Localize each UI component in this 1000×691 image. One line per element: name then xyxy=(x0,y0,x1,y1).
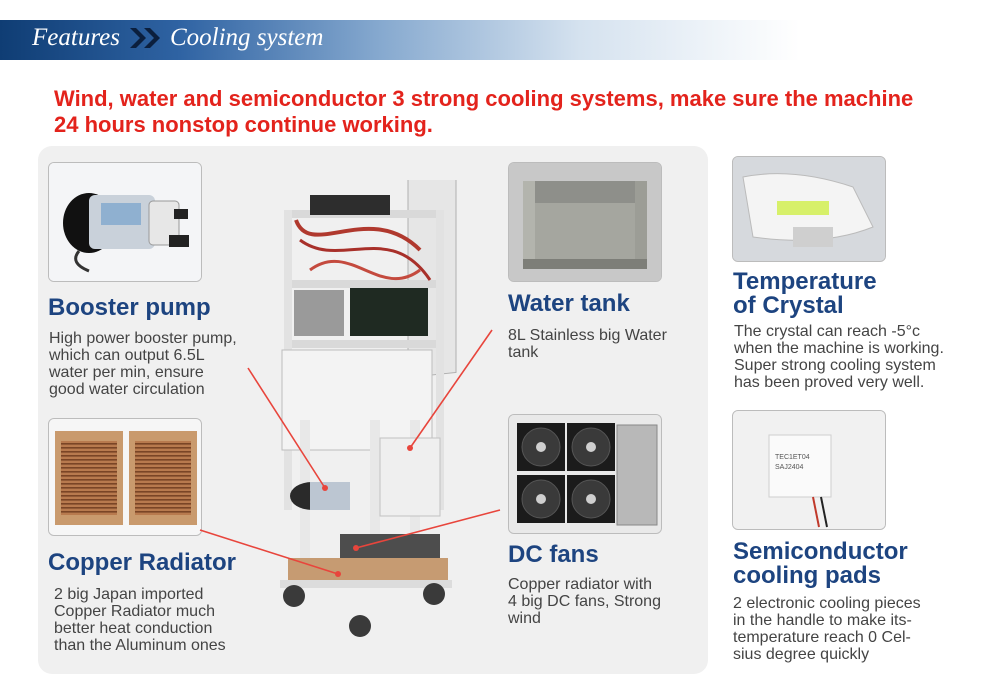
copper-radiator-desc: 2 big Japan imported Copper Radiator muc… xyxy=(54,586,284,654)
semiconductor-line: sius degree quickly xyxy=(733,646,870,663)
booster-pump-title: Booster pump xyxy=(48,294,211,321)
semiconductor-title-line: cooling pads xyxy=(733,562,882,589)
semiconductor-title: Semiconductor cooling pads xyxy=(733,540,908,588)
copper-radiator-title: Copper Radiator xyxy=(48,549,237,576)
semiconductor-line: 2 electronic cooling pieces xyxy=(733,595,921,612)
water-tank-title: Water tank xyxy=(508,290,630,317)
semiconductor-pads-photo: TEC1ET04 SAJ2404 xyxy=(732,410,886,530)
header-breadcrumb: Features Cooling system xyxy=(32,24,323,52)
dc-fans-photo xyxy=(508,414,662,534)
dc-fans-desc: Copper radiator with 4 big DC fans, Stro… xyxy=(508,576,708,627)
crystal-line: Super strong cooling system xyxy=(734,357,936,374)
semiconductor-line: in the handle to make its- xyxy=(733,612,912,629)
double-chevron-icon xyxy=(129,28,160,48)
machine-interior-illustration xyxy=(280,180,457,637)
semiconductor-pad-illustration: TEC1ET04 SAJ2404 xyxy=(733,411,885,529)
copper-radiator-line: 2 big Japan imported xyxy=(54,586,204,603)
crystal-title-line: of Crystal xyxy=(733,292,844,319)
semiconductor-desc: 2 electronic cooling pieces in the handl… xyxy=(733,595,993,663)
booster-pump-line: water per min, ensure xyxy=(49,364,204,381)
copper-radiator-line: better heat conduction xyxy=(54,620,213,637)
pointer-dot xyxy=(353,545,359,551)
water-tank-illustration xyxy=(509,163,661,281)
dc-fans-line: 4 big DC fans, Strong xyxy=(508,593,661,610)
dc-fans-line: wind xyxy=(508,610,541,627)
booster-pump-line: good water circulation xyxy=(49,381,205,398)
water-tank-line: tank xyxy=(508,344,539,361)
crystal-line: The crystal can reach -5°c xyxy=(734,323,921,340)
pad-label-line: TEC1ET04 xyxy=(775,454,810,461)
water-tank-line: 8L Stainless big Water xyxy=(508,327,667,344)
crystal-photo xyxy=(732,156,886,262)
pump-pointer xyxy=(247,367,326,489)
semiconductor-title-line: Semiconductor xyxy=(733,538,908,565)
dc-fans-line: Copper radiator with xyxy=(508,576,653,593)
crystal-line: when the machine is working. xyxy=(734,340,944,357)
pointer-dot xyxy=(335,571,341,577)
header-band xyxy=(0,20,1000,60)
tank-pointer xyxy=(409,329,493,449)
headline: Wind, water and semiconductor 3 strong c… xyxy=(54,86,914,137)
crystal-illustration xyxy=(733,157,885,261)
semiconductor-line: temperature reach 0 Cel- xyxy=(733,629,911,646)
crystal-title: Temperature of Crystal xyxy=(733,270,877,318)
pointer-dot xyxy=(322,485,328,491)
fans-pointer xyxy=(355,509,501,549)
pointer-dot xyxy=(407,445,413,451)
dc-fans-illustration xyxy=(509,415,661,533)
header-section: Features xyxy=(32,24,120,51)
crystal-desc: The crystal can reach -5°c when the mach… xyxy=(734,323,994,391)
booster-pump-line: High power booster pump, xyxy=(49,330,237,347)
booster-pump-line: which can output 6.5L xyxy=(49,347,205,364)
water-tank-desc: 8L Stainless big Water tank xyxy=(508,327,708,361)
copper-radiator-line: Copper Radiator much xyxy=(54,603,215,620)
booster-pump-photo xyxy=(48,162,202,282)
water-tank-photo xyxy=(508,162,662,282)
booster-pump-illustration xyxy=(49,163,201,281)
copper-radiator-line: than the Aluminum ones xyxy=(54,637,226,654)
crystal-line: has been proved very well. xyxy=(734,374,925,391)
booster-pump-desc: High power booster pump, which can outpu… xyxy=(49,330,279,398)
copper-radiator-illustration xyxy=(49,419,201,535)
copper-radiator-photo xyxy=(48,418,202,536)
dc-fans-title: DC fans xyxy=(508,541,599,568)
pad-label-line: SAJ2404 xyxy=(775,464,804,471)
crystal-title-line: Temperature xyxy=(733,268,877,295)
header-subsection: Cooling system xyxy=(169,24,324,51)
radiator-pointer xyxy=(199,529,339,575)
